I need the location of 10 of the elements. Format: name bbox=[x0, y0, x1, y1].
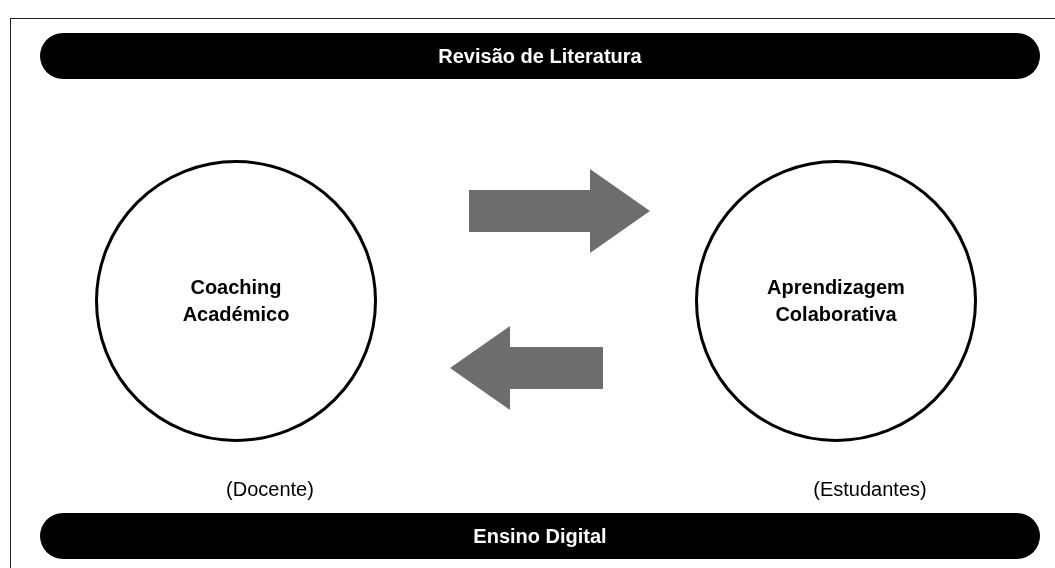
role-caption: (Estudantes) bbox=[813, 478, 927, 501]
banner-bar bbox=[40, 513, 1040, 559]
role-caption: (Docente) bbox=[226, 478, 314, 501]
banner-title: Revisão de Literatura bbox=[438, 44, 642, 68]
node-label: Coaching Académico bbox=[181, 275, 291, 327]
block-arrow bbox=[450, 326, 603, 410]
banner-title: Ensino Digital bbox=[473, 524, 607, 548]
block-arrow bbox=[469, 169, 650, 253]
banner-bar bbox=[40, 33, 1040, 79]
node-label: Aprendizagem Colaborativa bbox=[766, 275, 906, 327]
